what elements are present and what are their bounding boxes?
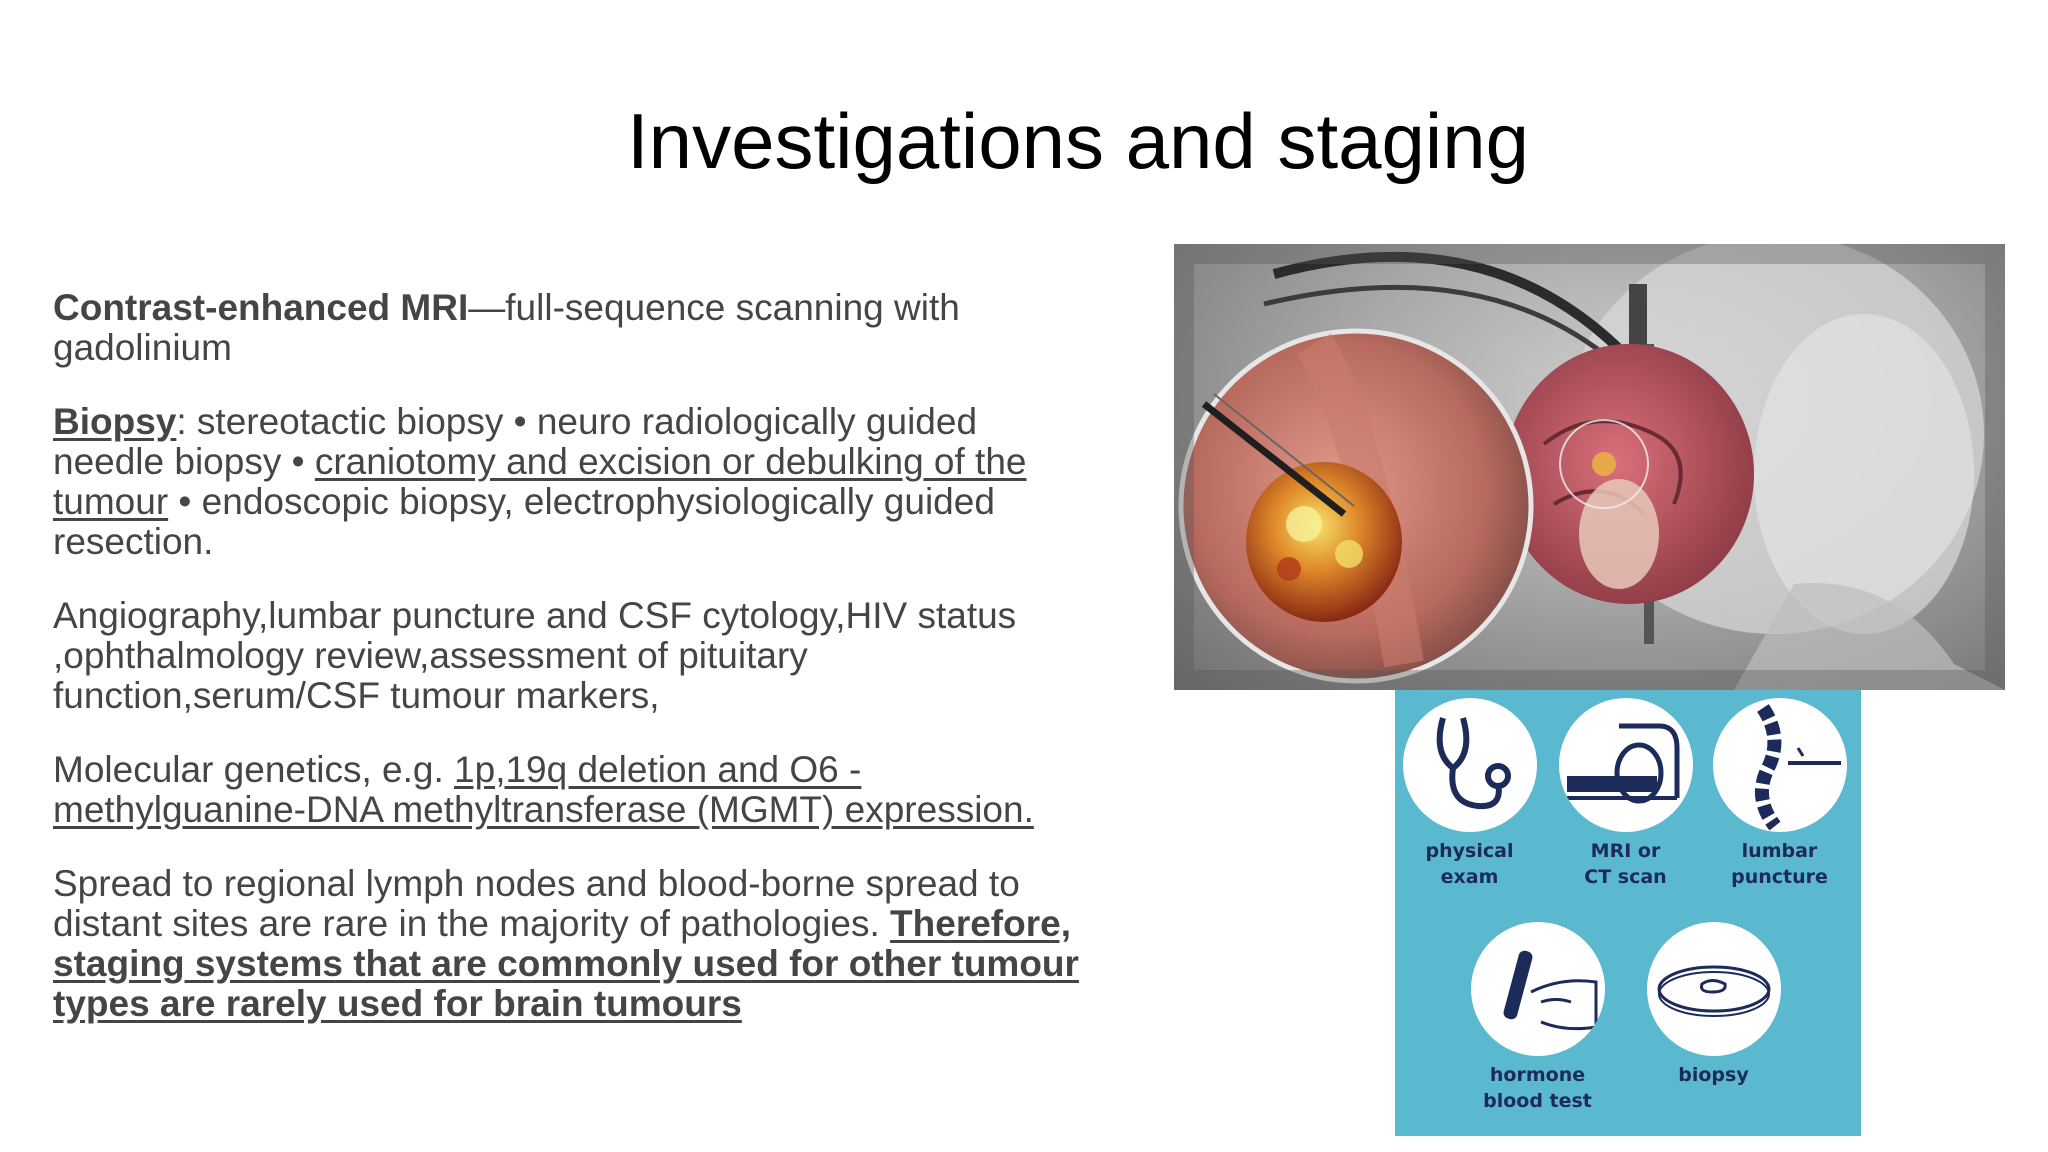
biopsy-text-1: : stereotactic biopsy • neuro radiologic…: [53, 401, 978, 482]
biopsy-heading: Biopsy: [53, 401, 177, 442]
investigations-text: Angiography,lumbar puncture and CSF cyto…: [53, 595, 1017, 716]
stereotactic-surgery-image: [1174, 244, 2005, 690]
craniotomy-text: craniotomy and excision or debulking of …: [53, 441, 1027, 522]
investigations-paragraph: Angiography,lumbar puncture and CSF cyto…: [53, 596, 1098, 716]
mri-paragraph: Contrast-enhanced MRI—full-sequence scan…: [53, 288, 1098, 368]
mri-heading: Contrast-enhanced MRI: [53, 287, 469, 328]
mgmt-text: 1p,19q deletion and O6 -methylguanine-DN…: [53, 749, 1034, 830]
blood-tube-icon: [1470, 922, 1605, 1056]
slide-title: Investigations and staging: [627, 97, 1529, 185]
mri-scanner-icon: [1558, 698, 1693, 832]
surgery-illustration: [1174, 244, 2005, 690]
spine-needle-icon: [1712, 698, 1847, 832]
staging-paragraph: Spread to regional lymph nodes and blood…: [53, 864, 1098, 1024]
biopsy-paragraph: Biopsy: stereotactic biopsy • neuro radi…: [53, 402, 1098, 562]
petri-dish-icon: [1646, 922, 1781, 1056]
slide-body: Contrast-enhanced MRI—full-sequence scan…: [53, 288, 1098, 1058]
staging-conclusion: Therefore, staging systems that are comm…: [53, 903, 1079, 1024]
genetics-paragraph: Molecular genetics, e.g. 1p,19q deletion…: [53, 750, 1098, 830]
test-biopsy: biopsy: [1641, 922, 1786, 1088]
genetics-text: Molecular genetics, e.g.: [53, 749, 455, 790]
biopsy-text-2: • endoscopic biopsy, electrophysiologica…: [53, 481, 995, 562]
staging-text: Spread to regional lymph nodes and blood…: [53, 863, 1020, 944]
stethoscope-icon: [1402, 698, 1537, 832]
test-label: biopsy: [1678, 1064, 1749, 1086]
mri-text: —full-sequence scanning with gadolinium: [53, 287, 960, 368]
